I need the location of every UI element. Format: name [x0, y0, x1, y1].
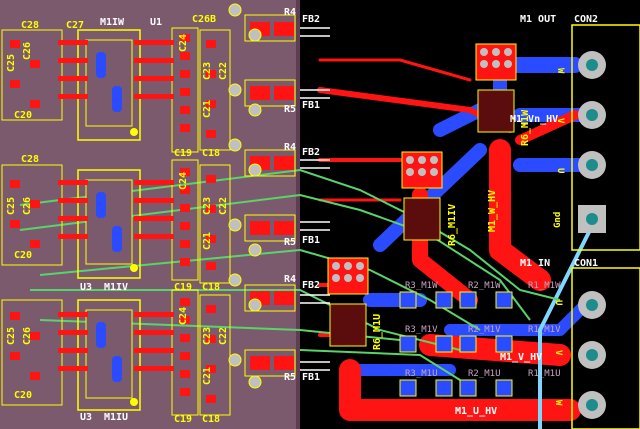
- cap-label: C19: [174, 414, 192, 425]
- cap-label: C19: [174, 282, 192, 293]
- net-label: M1_W_HV: [487, 190, 498, 232]
- cap-label: C20: [14, 390, 32, 401]
- fb-label: FB2: [302, 147, 320, 158]
- con1-pin-label: V: [553, 350, 563, 356]
- cap-label: C27: [66, 20, 84, 31]
- fb-label: FB2: [302, 280, 320, 291]
- cap-label: C20: [14, 110, 32, 121]
- cap-label: C24: [178, 307, 189, 325]
- res-label: R4: [284, 7, 296, 18]
- cap-label: C24: [178, 172, 189, 190]
- cap-label: C26B: [192, 14, 216, 25]
- cap-label: C23: [202, 62, 213, 80]
- con1-pin-label: U: [553, 300, 563, 305]
- net-label: M1_V_HV: [500, 352, 542, 363]
- cap-label: C22: [218, 62, 229, 80]
- con2-pin-label: W: [555, 68, 565, 74]
- sense-res-label: R3_M1V: [405, 325, 438, 335]
- chip-ref: U3: [80, 412, 92, 423]
- net-label: M1_Vn_HV: [510, 114, 558, 125]
- cap-label: C24: [178, 34, 189, 52]
- cap-label: C21: [202, 232, 213, 250]
- shunt-label: R6_M1W: [520, 109, 531, 146]
- chip-ref: U3: [80, 282, 92, 293]
- cap-label: C18: [202, 282, 220, 293]
- cap-label: C28: [21, 154, 39, 165]
- res-label: R5: [284, 372, 296, 383]
- sense-res-label: R2_M1V: [468, 325, 501, 335]
- cap-label: C20: [14, 250, 32, 261]
- cap-label: C18: [202, 148, 220, 159]
- fb-stubs: [300, 27, 330, 371]
- con1-title: M1 IN: [520, 258, 550, 269]
- connector-con2[interactable]: [571, 24, 640, 251]
- res-label: R5: [284, 104, 296, 115]
- cap-label: C25: [6, 54, 17, 72]
- sense-res-label: R1_M1V: [528, 325, 561, 335]
- cap-label: C28: [21, 20, 39, 31]
- chip-ref: U1: [150, 17, 162, 28]
- sense-res-label: R3_M1U: [405, 369, 438, 379]
- circuit-block-3: [1, 273, 296, 416]
- fb-label: FB1: [302, 100, 320, 111]
- circuit-block-1: [1, 3, 296, 153]
- chip-part: M1IW: [100, 17, 125, 28]
- cap-label: C18: [202, 414, 220, 425]
- cap-label: C23: [202, 197, 213, 215]
- cap-label: C25: [6, 327, 17, 345]
- copper-plane-edge: [296, 0, 300, 429]
- con2-ref: CON2: [574, 14, 598, 25]
- fb-label: FB1: [302, 235, 320, 246]
- cap-label: C26: [22, 327, 33, 345]
- shunt-u: [327, 257, 369, 347]
- sense-res-label: R1_M1W: [528, 281, 561, 291]
- net-label: M1_U_HV: [455, 406, 497, 417]
- sense-res-label: R1_M1U: [528, 369, 561, 379]
- con2-pin-label: U: [555, 168, 565, 173]
- res-label: R4: [284, 142, 296, 153]
- con2-title: M1 OUT: [520, 14, 556, 25]
- circuit-block-2: [1, 138, 296, 284]
- shunt-pads: [332, 48, 512, 282]
- chip-part: M1IV: [104, 282, 128, 293]
- cap-label: C21: [202, 100, 213, 118]
- cap-label: C19: [174, 148, 192, 159]
- cap-label: C23: [202, 327, 213, 345]
- res-label: R4: [284, 274, 296, 285]
- cyan-trace: [538, 229, 592, 429]
- sense-res-label: R2_M1W: [468, 281, 501, 291]
- con2-pin-label: Gnd: [553, 212, 563, 228]
- shunt-label: R6_M1IV: [447, 204, 458, 246]
- cap-label: C25: [6, 197, 17, 215]
- cap-label: C22: [218, 197, 229, 215]
- chip-part: M1IU: [104, 412, 128, 423]
- cap-label: C26: [22, 42, 33, 60]
- con1-ref: CON1: [574, 258, 598, 269]
- fb-label: FB1: [302, 372, 320, 383]
- cap-label: C26: [22, 197, 33, 215]
- sense-res-label: R2_M1U: [468, 369, 501, 379]
- connector-con1[interactable]: [571, 267, 640, 429]
- con2-pin-label: V: [555, 118, 565, 124]
- sense-resistors: [399, 291, 513, 397]
- res-label: R5: [284, 237, 296, 248]
- cap-label: C22: [218, 327, 229, 345]
- con1-pin-label: W: [553, 400, 563, 406]
- sense-res-label: R3_M1W: [405, 281, 438, 291]
- fb-label: FB2: [302, 14, 320, 25]
- cap-label: C21: [202, 367, 213, 385]
- shunt-label: R6_M1U: [372, 314, 383, 350]
